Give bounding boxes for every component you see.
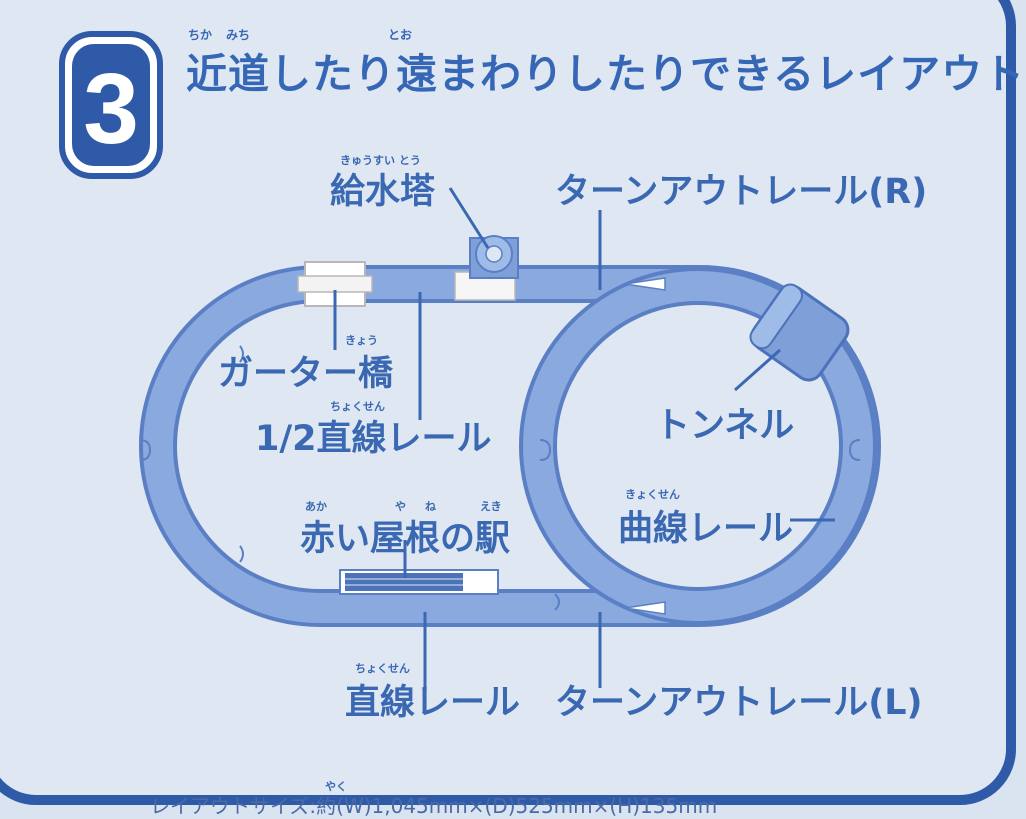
water-tower-label: 給水塔 bbox=[330, 172, 436, 212]
turnout-l-marker bbox=[624, 601, 666, 615]
water-tower-ruby: きゅうすい とう bbox=[340, 154, 421, 167]
station-ruby-aka: あか bbox=[305, 500, 327, 513]
layout-size-footer: レイアウトサイズ:約(W)1,045mm×(D)525mm×(H)135mm bbox=[150, 794, 718, 818]
girder-bridge-label: ガーター橋 bbox=[218, 354, 394, 394]
station-ruby-ya: や bbox=[395, 500, 406, 513]
page-title: 近道したり遠まわりしたりできるレイアウト bbox=[186, 50, 1026, 98]
water-tower bbox=[454, 235, 519, 301]
turnout-l-label: ターンアウトレール(L) bbox=[555, 683, 923, 723]
tunnel bbox=[749, 283, 850, 382]
straight-ruby: ちょくせん bbox=[355, 662, 410, 675]
half-straight-ruby: ちょくせん bbox=[330, 400, 385, 413]
station-ruby-ne: ね bbox=[425, 500, 436, 513]
half-straight-label: 1/2直線レール bbox=[255, 419, 492, 459]
station bbox=[339, 569, 499, 595]
water-tower-leader bbox=[448, 187, 490, 249]
title-ruby-chika: ちか bbox=[188, 28, 213, 42]
title-ruby-too: とお bbox=[388, 28, 413, 42]
footer-ruby: やく bbox=[325, 780, 347, 793]
step-number: 3 bbox=[83, 53, 139, 165]
curve-ruby: きょくせん bbox=[625, 488, 680, 501]
step-number-badge: 3 bbox=[59, 31, 163, 179]
curve-label: 曲線レール bbox=[618, 509, 794, 549]
tunnel-leader bbox=[734, 348, 781, 392]
girder-bridge-ruby: きょう bbox=[345, 334, 378, 347]
title-ruby-michi: みち bbox=[226, 28, 251, 42]
turnout-r-label: ターンアウトレール(R) bbox=[555, 172, 928, 212]
station-label: 赤い屋根の駅 bbox=[300, 519, 511, 559]
station-ruby-eki: えき bbox=[480, 500, 502, 513]
straight-label: 直線レール bbox=[345, 683, 521, 723]
tunnel-label: トンネル bbox=[655, 406, 795, 446]
turnout-r-marker bbox=[624, 277, 666, 291]
